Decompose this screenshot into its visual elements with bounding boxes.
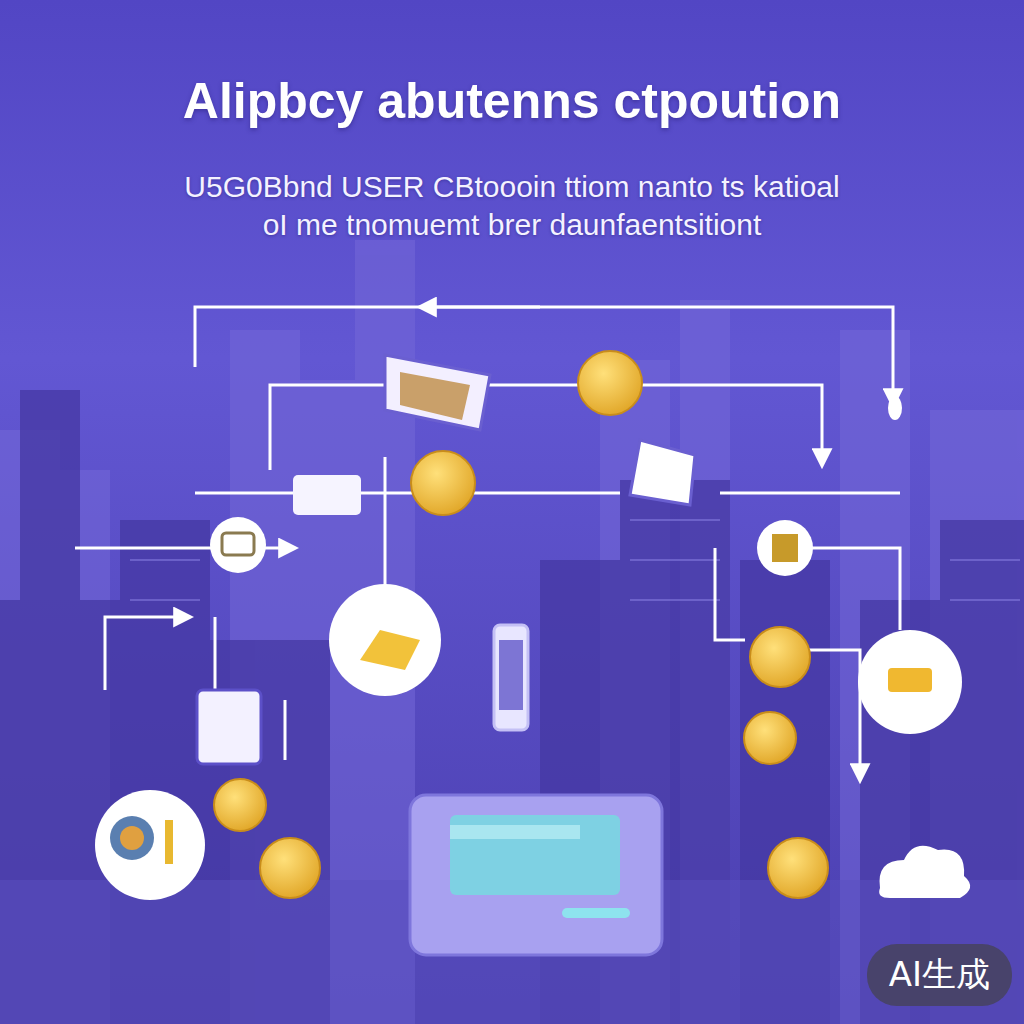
infographic-title: Alipbcy abutenns ctpoution <box>183 72 841 130</box>
subtitle-line: oI me tnomuemt brer daunfaentsitiont <box>263 208 762 242</box>
ai-watermark-slot: AI生成 <box>867 944 1012 1006</box>
infographic-title-slot: Alipbcy abutenns ctpoution <box>0 72 1024 130</box>
subtitle-line: U5G0Bbnd USER CBtoooin ttiom nanto ts ka… <box>184 170 839 204</box>
subtitle-line-slot: U5G0Bbnd USER CBtoooin ttiom nanto ts ka… <box>0 170 1024 204</box>
ai-watermark: AI生成 <box>867 944 1012 1006</box>
subtitle-line-slot: oI me tnomuemt brer daunfaentsitiont <box>0 208 1024 242</box>
